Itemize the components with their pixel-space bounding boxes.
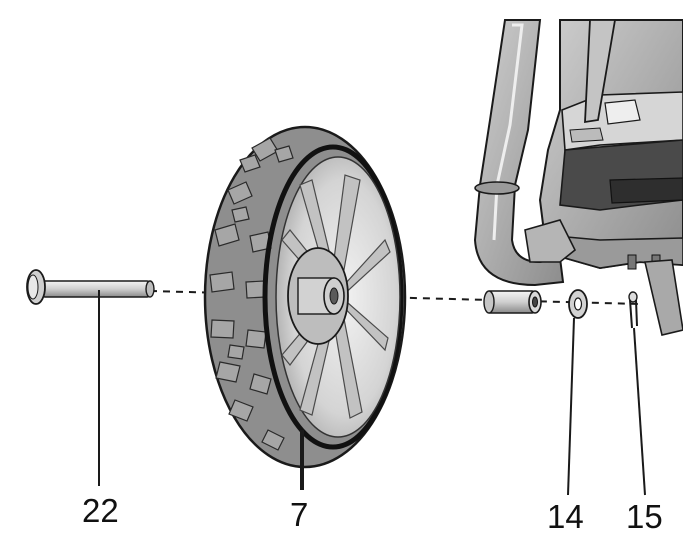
wheel [203, 125, 407, 469]
axle-bolt-end [145, 280, 155, 298]
cotter-pin-eye [628, 291, 638, 303]
spacer-bushing [483, 290, 542, 314]
deck-latch [604, 99, 641, 125]
cotter-pin [628, 291, 638, 329]
cotter-pin-legs [629, 299, 638, 329]
leader-line-14 [567, 317, 575, 496]
leader-line-15 [633, 327, 646, 496]
axle-bracket [524, 219, 577, 263]
callout-label-axle-bolt: 22 [82, 492, 119, 529]
tire-tread [209, 137, 294, 451]
spacer-left-end [483, 290, 495, 314]
washer [568, 289, 588, 319]
callout-label-wheel: 7 [290, 496, 309, 533]
tire-sidewall-ring [262, 144, 404, 450]
axle-bolt [26, 269, 155, 305]
handle-inner-arm [584, 19, 617, 124]
mower-frame [473, 19, 683, 336]
axle-bolt-shaft [41, 280, 151, 298]
deck-ridge [569, 127, 604, 143]
spacer-bore [532, 296, 538, 308]
deck-leg [644, 259, 683, 336]
washer-hole [573, 297, 583, 311]
axle-bolt-head-face [27, 274, 39, 300]
handle-highlight [492, 23, 524, 241]
callout-label-cotter-pin: 15 [626, 498, 663, 535]
callout-label-washer: 14 [547, 498, 584, 535]
deck-stud [627, 254, 637, 270]
wheel-hub-bore [329, 287, 339, 305]
handle-tube [473, 19, 565, 287]
deck-tab [609, 177, 683, 204]
handle-collar [474, 181, 520, 195]
